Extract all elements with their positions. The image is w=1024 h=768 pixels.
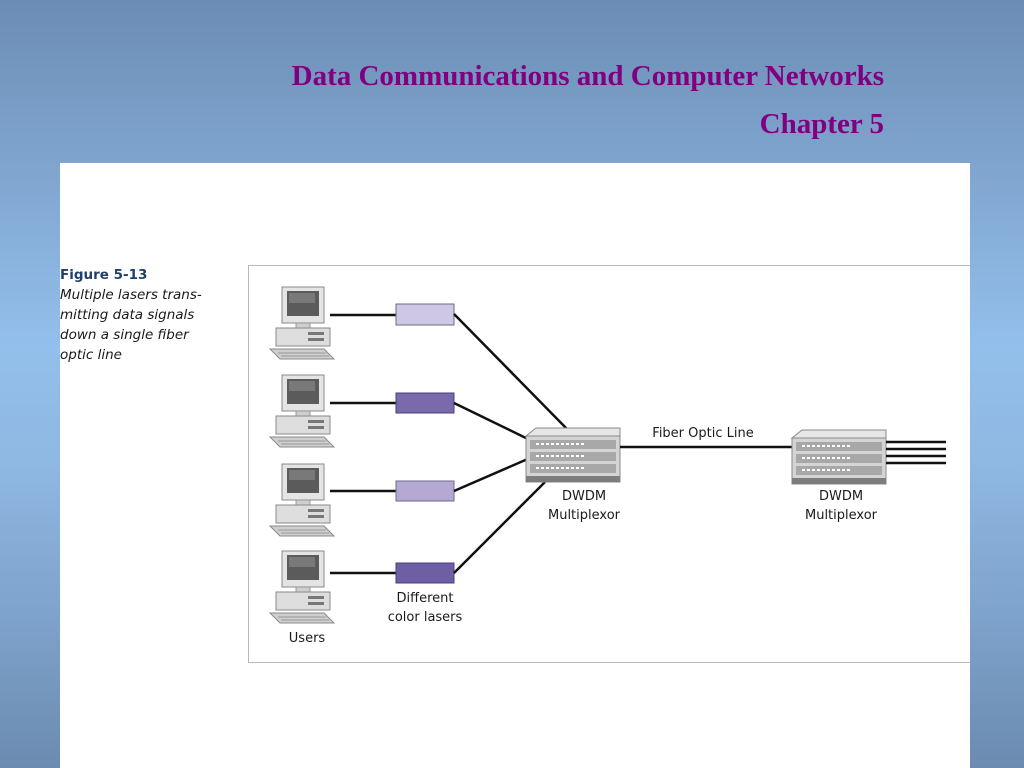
chapter-subtitle: Chapter 5: [759, 108, 884, 140]
caption-line-1: Multiple lasers trans-: [60, 287, 202, 303]
laser-1: [395, 303, 455, 326]
mux-left-label-line1: DWDM: [562, 489, 606, 504]
user-computer-icon: [269, 286, 335, 360]
lasers-label-line2: color lasers: [388, 610, 463, 625]
laser-2: [395, 392, 455, 414]
caption-line-4: optic line: [60, 347, 122, 363]
mux-right-label-line2: Multiplexor: [805, 508, 878, 523]
dwdm-multiplexor-left-icon: [525, 427, 621, 483]
laser-3: [395, 480, 455, 502]
mux-right-label-line1: DWDM: [819, 489, 863, 504]
figure-number: Figure 5-13: [60, 267, 148, 283]
dwdm-multiplexor-right-icon: [791, 429, 887, 485]
caption-line-2: mitting data signals: [60, 307, 195, 323]
user-computer-icon: [269, 374, 335, 448]
figure-caption: Figure 5-13 Multiple lasers trans- mitti…: [60, 265, 240, 365]
mux-left-label-line2: Multiplexor: [548, 508, 621, 523]
caption-line-3: down a single fiber: [60, 327, 189, 343]
lasers-label-line1: Different: [397, 591, 454, 606]
user-computer-icon: [269, 463, 335, 537]
figure-frame: [248, 265, 970, 663]
fiber-optic-label: Fiber Optic Line: [652, 426, 753, 441]
users-label: Users: [289, 631, 326, 646]
slide-title: Data Communications and Computer Network…: [291, 60, 884, 92]
user-computer-icon: [269, 550, 335, 624]
laser-4: [395, 562, 455, 584]
